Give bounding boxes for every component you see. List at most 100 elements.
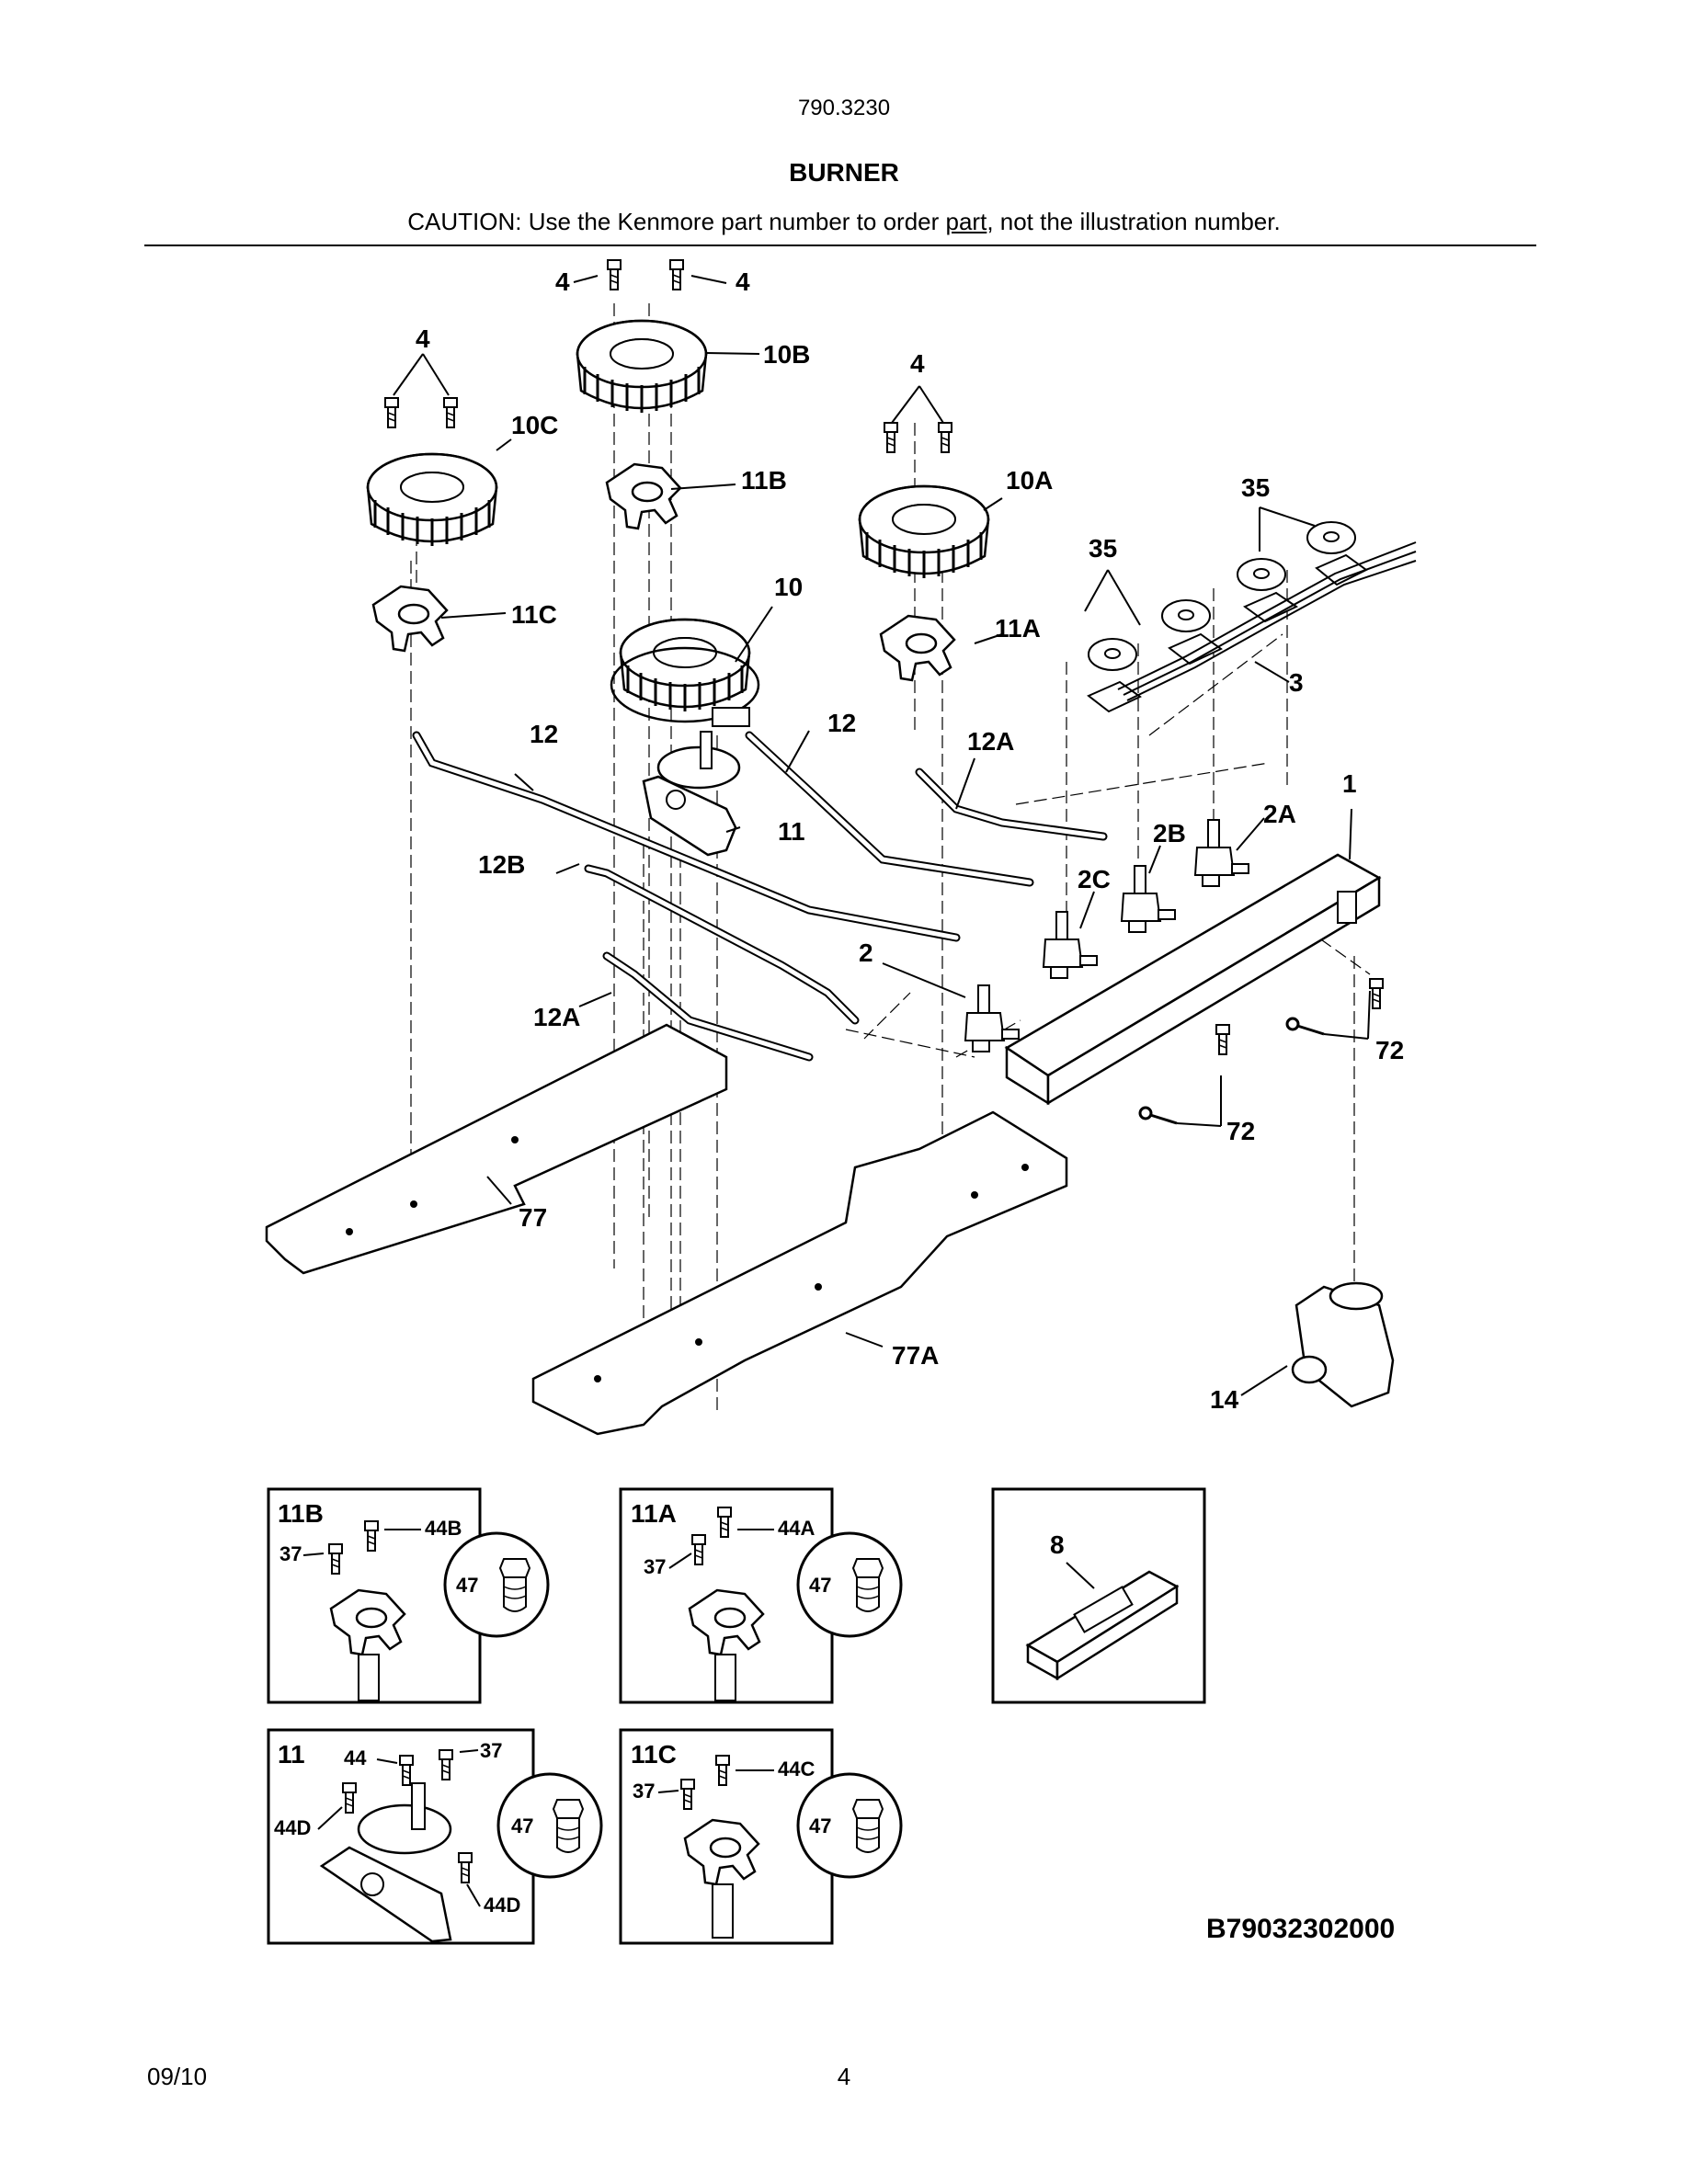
caution-note: CAUTION: Use the Kenmore part number to … [0,208,1688,236]
callout-10b: 10B [763,340,810,369]
callout-10: 10 [774,573,803,601]
inset-part-44b: 44B [425,1517,462,1540]
inset-11b: 11B 37 44B 47 [267,1487,550,1704]
callout-4: 4 [910,349,925,378]
screw-icon [399,1755,414,1786]
regulator-14-icon [1291,1281,1395,1408]
inset-part-44a: 44A [778,1517,815,1540]
callout-12: 12 [827,709,856,737]
screw-icon [669,259,684,290]
orifice-icon [499,1558,530,1612]
inset-title: 11A [631,1499,677,1528]
valve-2b-icon [1121,865,1176,933]
inset-part-44: 44 [344,1746,367,1769]
callout-12b: 12B [478,850,525,879]
callout-12a: 12A [967,727,1014,756]
screw-72-icon [1369,978,1384,1009]
callout-11c: 11C [511,600,557,629]
page-title: BURNER [789,158,899,187]
leader-lines [393,275,1371,1396]
callout-12a: 12A [533,1003,580,1031]
screw-icon [607,259,622,290]
inset-title: 8 [1050,1530,1065,1559]
spark-module-icon [1025,1570,1180,1681]
burner-cap-10c-icon [366,452,498,548]
callout-10c: 10C [511,411,558,439]
screw-icon [439,1749,453,1780]
callout-4: 4 [736,267,750,296]
inset-part-47: 47 [809,1574,831,1597]
footer-date: 09/10 [147,2063,208,2090]
callout-35: 35 [1241,473,1270,502]
inset-part-47: 47 [809,1814,831,1837]
screw-icon [715,1755,730,1786]
callout-2c: 2C [1078,865,1111,893]
callout-2: 2 [859,938,873,967]
inset-part-37: 37 [644,1555,666,1578]
disc-35-icon [1161,599,1211,632]
shield-77-icon [265,1023,728,1275]
shield-holes [346,1136,1029,1382]
caution-underlined: part [945,208,987,235]
callout-11: 11 [778,817,805,846]
screw-icon [443,397,458,428]
callout-2a: 2A [1263,800,1296,828]
tubes [412,731,1108,1062]
screw-icon [384,397,399,428]
screw-72-icon [1138,1017,1325,1125]
callout-77: 77 [519,1203,547,1232]
caution-suffix: , not the illustration number. [987,208,1281,235]
inset-11c: 11C 37 44C 47 [619,1728,903,1945]
callout-72: 72 [1226,1117,1255,1145]
disc-35-icon [1088,638,1137,671]
valve-2a-icon [1194,819,1249,887]
inset-part-44d: 44D [484,1894,520,1917]
switch-harness-3-icon [1087,541,1417,713]
inset-part-37: 37 [480,1739,502,1762]
bracket-11b-icon [605,462,682,530]
manifold-1-icon [1004,853,1382,1106]
orifice-icon [852,1558,884,1612]
inset-part-44c: 44C [778,1757,815,1780]
callout-14: 14 [1210,1385,1239,1414]
screw-icon [680,1779,695,1810]
bracket-11-icon [642,731,741,857]
inset-title: 11C [631,1740,677,1769]
inset-8: 8 [991,1487,1206,1704]
inset-11a: 11A 37 44A 47 [619,1487,903,1704]
page-number: 4 [837,2063,851,2090]
orifice-icon [553,1799,584,1853]
valve-2-icon [964,984,1020,1052]
inset-part-47: 47 [456,1574,478,1597]
inset-part-37: 37 [633,1780,655,1803]
disc-35-icon [1237,558,1286,591]
callout-72: 72 [1375,1036,1404,1064]
callout-2b: 2B [1153,819,1186,847]
callout-11b: 11B [741,466,787,495]
callout-4: 4 [555,267,570,296]
callout-12: 12 [530,720,558,748]
screw-icon [884,422,898,453]
bracket-11a-icon [879,614,956,682]
caution-prefix: CAUTION: Use the Kenmore part number to … [407,208,946,235]
callout-1: 1 [1342,769,1357,798]
callout-77a: 77A [892,1341,939,1370]
inset-part-47: 47 [511,1814,533,1837]
inset-part-44d: 44D [274,1816,311,1839]
screw-icon [691,1534,706,1565]
disc-35-icon [1306,521,1356,554]
callout-3: 3 [1289,668,1304,697]
screw-icon [328,1543,343,1575]
screw-icon [458,1852,473,1883]
model-number: 790.3230 [797,96,891,120]
screw-icon [938,422,952,453]
screw-icon [717,1507,732,1538]
burner-cap-10b-icon [576,319,708,415]
screw-icon [342,1782,357,1814]
callout-11a: 11A [995,614,1041,643]
orifice-icon [852,1799,884,1853]
screw-icon [364,1520,379,1552]
callout-4: 4 [416,324,430,353]
callout-10a: 10A [1006,466,1053,495]
